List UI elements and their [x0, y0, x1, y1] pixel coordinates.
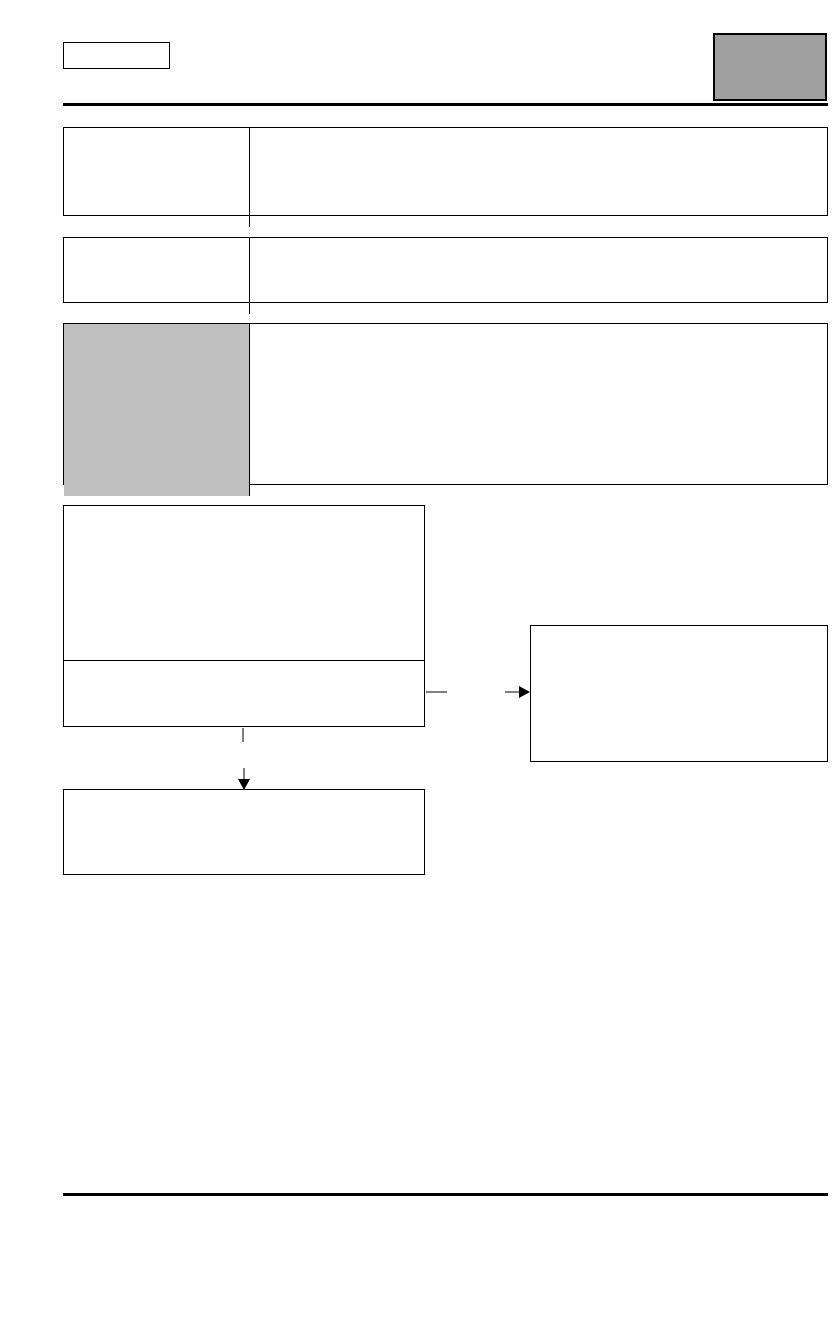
- section-tab: [713, 33, 827, 101]
- flow-left-box-top-text: [64, 506, 424, 661]
- arrow-right-icon: [519, 686, 530, 698]
- footer-rule: [63, 1193, 828, 1196]
- page-code-box: [63, 42, 170, 69]
- info-block-2: [63, 237, 828, 314]
- flow-left-box: [63, 505, 425, 727]
- footer-text: [63, 1200, 828, 1212]
- info-block-3: [63, 323, 828, 496]
- info-block-1-label: [64, 128, 250, 227]
- header-rule: [63, 103, 828, 106]
- arrow-down-icon: [238, 779, 250, 790]
- info-block-1: [63, 127, 828, 227]
- info-block-3-label: [64, 324, 250, 496]
- flow-right-box: [530, 625, 828, 762]
- info-block-2-label: [64, 238, 250, 314]
- flow-bottom-box: [63, 789, 425, 875]
